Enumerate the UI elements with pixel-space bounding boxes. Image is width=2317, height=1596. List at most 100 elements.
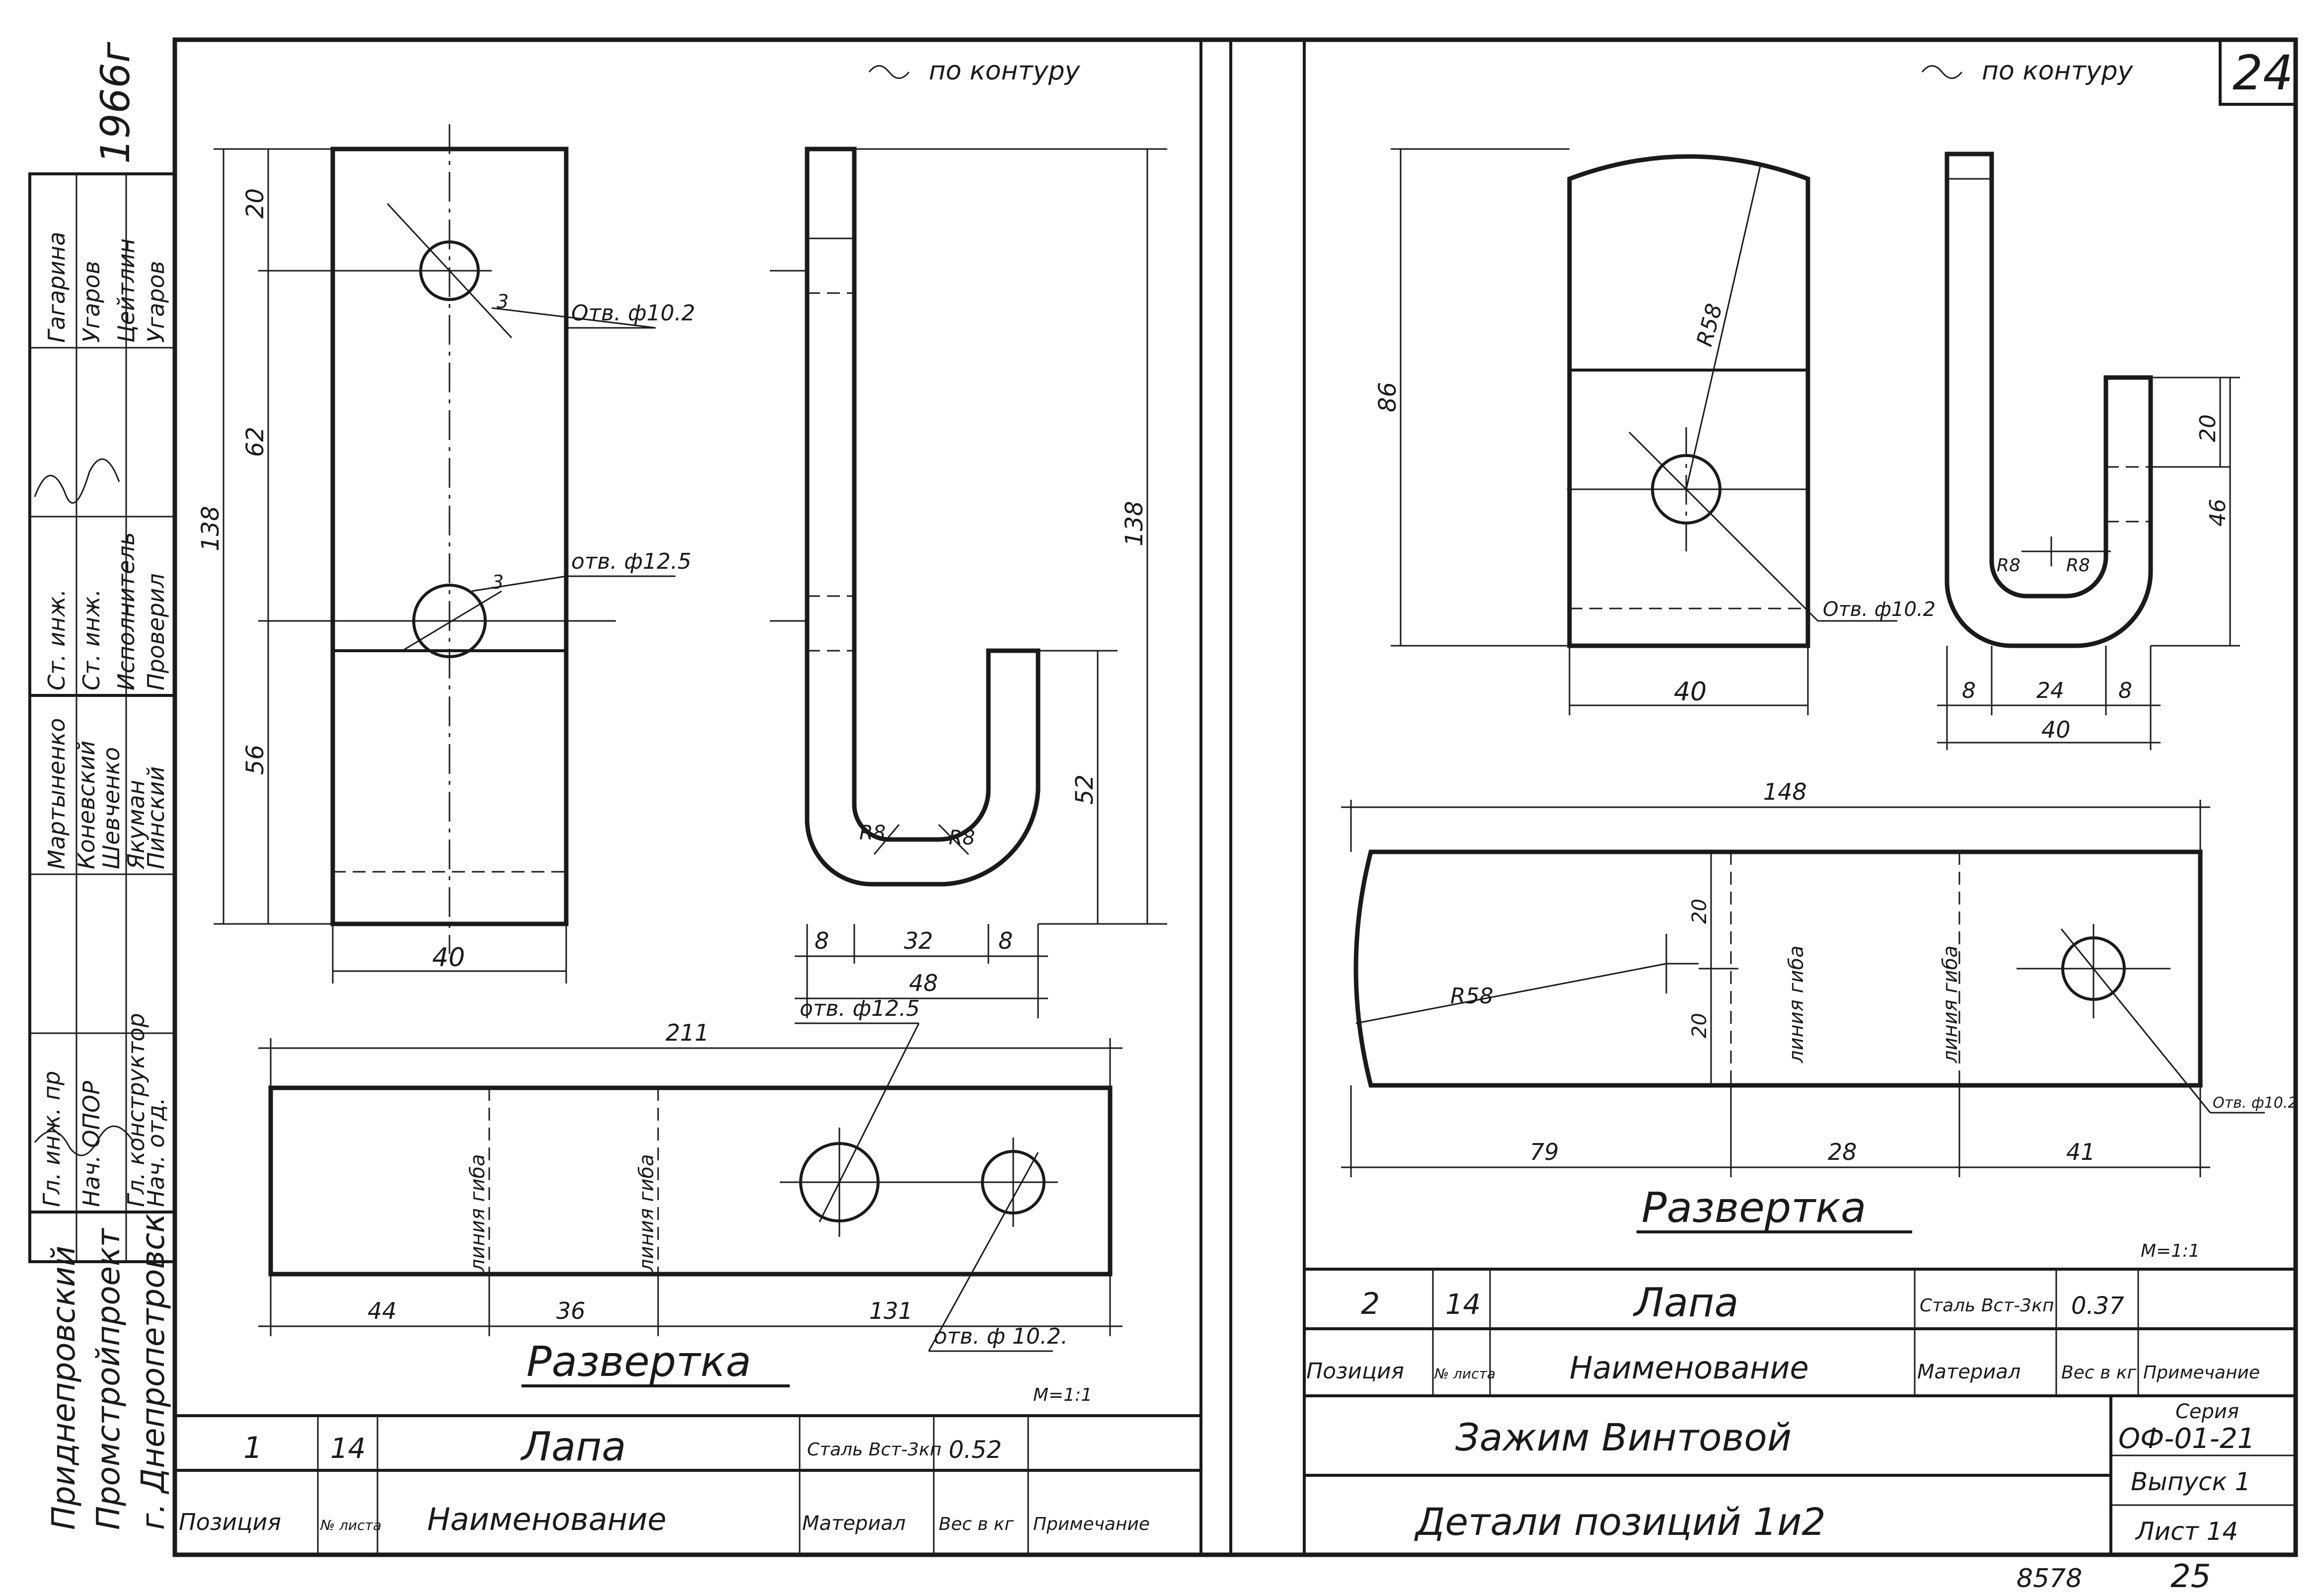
- stamp-name2: Угаров: [143, 261, 169, 343]
- stamp-role: Гл. инж. пр: [38, 1071, 65, 1207]
- table-h-note: Примечание: [2143, 1363, 2260, 1383]
- table-h-pos: Позиция: [179, 1509, 281, 1535]
- stamp-name: Якуман: [123, 780, 149, 870]
- r58-label: R58: [1450, 984, 1494, 1009]
- table-h-weight: Вес в кг: [2061, 1363, 2137, 1383]
- dim: 40: [2041, 716, 2071, 743]
- bottom-page: 25: [2170, 1558, 2211, 1595]
- radius-label: R8: [859, 822, 886, 844]
- dim: 46: [2205, 499, 2231, 527]
- dim: 56: [241, 745, 269, 775]
- table-h-sheet: № листа: [319, 1517, 381, 1533]
- dim: 41: [2066, 1139, 2095, 1165]
- table-h-weight: Вес в кг: [939, 1514, 1014, 1534]
- s3-mark: 3: [492, 571, 504, 593]
- table-h-pos: Позиция: [1306, 1359, 1404, 1384]
- right-roughness-note: по контуру: [1982, 56, 2134, 86]
- table-pos: 1: [243, 1431, 262, 1465]
- razv-hole-callout: отв. ф 10.2.: [934, 1324, 1068, 1349]
- page-number-box: [2219, 38, 2297, 106]
- stamp-role: Нач. ОПОР: [78, 1081, 105, 1207]
- right-plate: [1567, 154, 1810, 648]
- left-parts-table: 1 14 Лапа Сталь Вст-3кп 0.52 Позиция № л…: [175, 1414, 1201, 1555]
- bend-line-label: линия гиба: [1785, 945, 1808, 1064]
- stamp-role2: Ст. инж.: [78, 589, 105, 690]
- table-pos: 2: [1361, 1287, 1380, 1321]
- dim: 131: [869, 1297, 913, 1324]
- stamp-name: Пинский: [143, 766, 169, 869]
- s3-mark: 3: [497, 291, 509, 312]
- dim: 8: [1962, 678, 1976, 703]
- stamp-name2: Гагарина: [43, 231, 70, 343]
- dim: 52: [1071, 774, 1099, 805]
- hole-callout: Отв. ф10.2: [571, 301, 695, 326]
- stamp-name2: Цейтлин: [113, 238, 140, 343]
- table-sheet: 14: [330, 1433, 366, 1465]
- stamp-role2: Проверил: [143, 573, 169, 690]
- razvertka-title: Развертка: [1642, 1183, 1866, 1232]
- bottom-code: 8578: [2017, 1564, 2082, 1594]
- org-line3: г. Днепропетровск: [135, 1214, 172, 1530]
- left-drawing: по контуру 20 62 56 138 40 Отв. ф10.2 3: [175, 56, 1201, 1555]
- roughness-icon: [1921, 65, 1963, 79]
- razv-hole-callout: отв. ф12.5: [800, 996, 920, 1021]
- hole-callout: Отв. ф10.2: [1823, 598, 1936, 621]
- radius-label: R58: [1692, 301, 1727, 349]
- stamp-role: Нач. отд.: [143, 1097, 169, 1207]
- dim: 28: [1828, 1139, 1857, 1165]
- dim: 8: [815, 927, 829, 954]
- table-h-note: Примечание: [1033, 1514, 1150, 1534]
- dim: 148: [1763, 778, 1807, 805]
- dim: 79: [1530, 1139, 1559, 1165]
- table-h-material: Материал: [802, 1512, 905, 1535]
- dim: 24: [2036, 678, 2064, 703]
- series-label: Серия: [2175, 1400, 2239, 1423]
- table-h-name: Наименование: [427, 1501, 667, 1537]
- org-line2: Промстройпроект: [90, 1227, 127, 1530]
- year-label: 1966г: [92, 41, 139, 164]
- stamp-role2: Ст. инж.: [43, 589, 70, 690]
- stamp-name2: Угаров: [78, 261, 105, 343]
- title-block: Зажим Винтовой Детали позиций 1и2 Серия …: [1304, 1396, 2296, 1555]
- stamp-name: Мартыненко: [43, 718, 70, 869]
- signature-icon: [34, 1125, 135, 1156]
- page-number: 24: [2233, 45, 2293, 101]
- dim: 20: [241, 188, 269, 219]
- table-weight: 0.37: [2071, 1292, 2124, 1320]
- dim: 48: [909, 970, 938, 996]
- right-hook-side: [1944, 152, 2153, 648]
- table-h-name: Наименование: [1570, 1350, 1809, 1386]
- dim: 8: [998, 927, 1013, 954]
- dim: 62: [241, 427, 269, 457]
- table-name: Лапа: [1633, 1280, 1739, 1326]
- razv-hole-callout: Отв. ф10.2: [2213, 1094, 2297, 1112]
- table-name: Лапа: [520, 1424, 626, 1470]
- issue-label: Выпуск 1: [2131, 1467, 2250, 1496]
- table-weight: 0.52: [949, 1436, 1002, 1464]
- dim: 40: [432, 943, 465, 973]
- roughness-icon: [868, 65, 910, 79]
- dim: 138: [1121, 501, 1148, 546]
- dim: 20: [1688, 1013, 1711, 1038]
- scale-label: М=1:1: [1033, 1385, 1092, 1405]
- dim: 40: [1674, 677, 1707, 707]
- table-sheet: 14: [1445, 1289, 1481, 1321]
- bend-line-label: линия гиба: [466, 1154, 489, 1272]
- radius-label: R8: [1997, 555, 2020, 576]
- drawing-subtitle: Детали позиций 1и2: [1414, 1500, 1826, 1544]
- stamp-role2: Исполнитель: [113, 532, 140, 690]
- left-roughness-note: по контуру: [929, 56, 1081, 86]
- hole-callout: отв. ф12.5: [571, 549, 691, 574]
- dim: 44: [368, 1297, 397, 1324]
- left-razvertka: [268, 1085, 1113, 1277]
- radius-label: R8: [2066, 555, 2090, 576]
- right-drawing: по контуру 24 R58 Отв. ф10.2 86 40 R8 R8: [1304, 38, 2297, 1595]
- right-parts-table: 2 14 Лапа Сталь Вст-3кп 0.37 Позиция № л…: [1304, 1268, 2296, 1397]
- right-razvertka: [1353, 849, 2203, 1088]
- dim: 138: [197, 506, 224, 551]
- bend-line-label: линия гиба: [635, 1154, 658, 1272]
- table-material: Сталь Вст-3кп: [1920, 1295, 2054, 1316]
- left-hook-side: [805, 147, 1041, 887]
- dim: 86: [1374, 382, 1402, 412]
- series-value: ОФ-01-21: [2118, 1423, 2255, 1455]
